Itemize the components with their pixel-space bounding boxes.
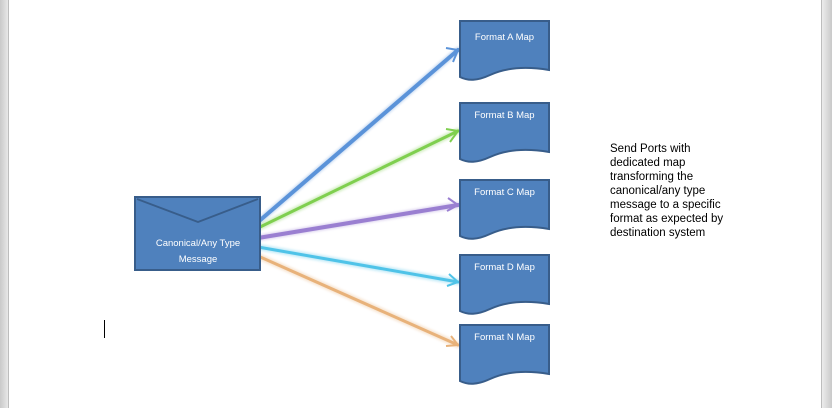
envelope-flap (136, 198, 259, 223)
arrow-to-format-a (256, 48, 460, 224)
format-b-label: Format B Map (474, 110, 535, 121)
envelope-icon (134, 196, 261, 271)
envelope-body (134, 196, 261, 271)
arrowhead-format-d (446, 273, 460, 287)
window-frame-right (821, 0, 832, 408)
arrowheads-group (445, 47, 460, 347)
arrowhead-format-a (445, 47, 460, 63)
arrow-to-format-n (256, 254, 460, 347)
document-shapes (459, 20, 550, 385)
document-shape-format-a (459, 20, 550, 81)
send-ports-annotation: Send Ports with dedicated map transformi… (610, 143, 724, 239)
format-n-label: Format N Map (474, 332, 535, 343)
format-a-label: Format A Map (474, 32, 535, 43)
arrowhead-format-c (446, 197, 460, 212)
arrowhead-format-b (445, 128, 460, 143)
arrow-to-format-b (256, 129, 460, 230)
document-shape-format-n (459, 324, 550, 385)
format-d-label: Format D Map (474, 262, 535, 273)
format-c-label: Format C Map (474, 187, 535, 198)
document-shape-format-b (459, 102, 550, 163)
window-frame-left (0, 0, 9, 408)
document-shape-format-c (459, 179, 550, 240)
text-cursor (104, 320, 105, 338)
source-message-label: Canonical/Any Type Message (155, 238, 241, 265)
arrows-group (255, 47, 461, 348)
arrowhead-format-n (445, 335, 460, 347)
arrow-to-format-d (256, 245, 460, 284)
arrow-to-format-c (256, 203, 460, 240)
document-shape-format-d (459, 254, 550, 315)
